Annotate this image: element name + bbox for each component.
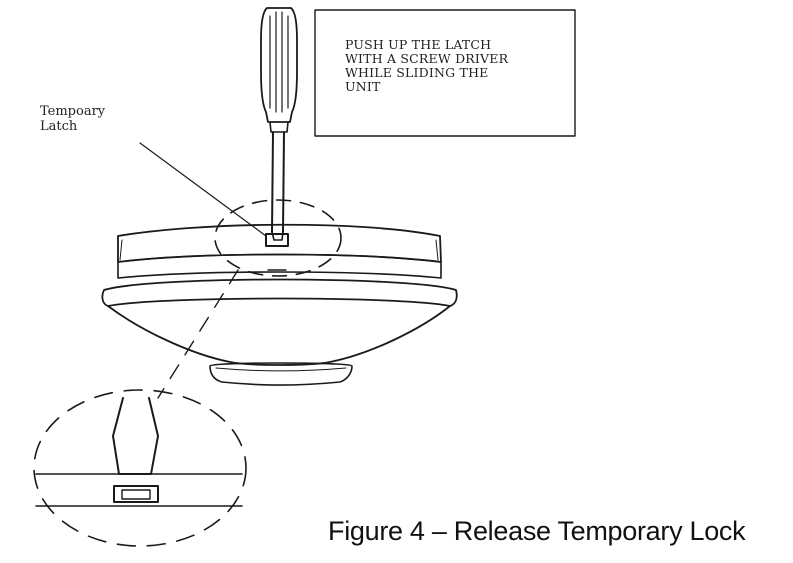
detail-projection-line [157,269,239,399]
temporary-latch-label: Tempoary Latch [40,104,105,134]
figure-caption: Figure 4 – Release Temporary Lock [328,516,746,546]
callout-line-2: WITH A SCREW DRIVER [345,51,509,66]
callout-instructions: PUSH UP THE LATCH WITH A SCREW DRIVER WH… [345,38,565,94]
latch-label-line1: Tempoary [40,104,106,119]
latch-block [265,233,289,247]
detail-circle-top [214,199,342,277]
callout-line-4: UNIT [345,79,381,94]
detail-view [35,397,243,507]
smoke-detector-unit [101,223,458,386]
screwdriver [260,7,298,241]
latch-label-line2: Latch [40,119,78,134]
callout-box [314,9,576,137]
callout-line-3: WHILE SLIDING THE [345,65,489,80]
callout-line-1: PUSH UP THE LATCH [345,37,492,52]
latch-leader-line [139,142,267,237]
detail-circle-zoom [33,389,247,547]
